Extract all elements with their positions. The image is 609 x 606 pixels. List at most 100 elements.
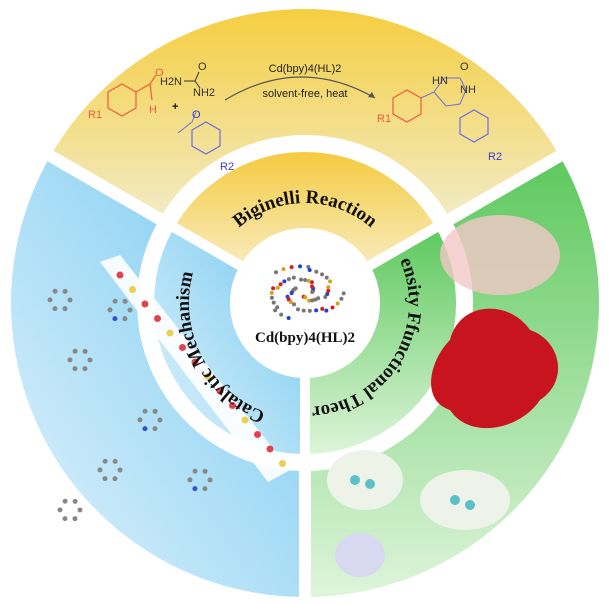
- complex-atom: [306, 278, 311, 283]
- mechanism-intermediate-atom: [72, 498, 78, 504]
- mechanism-intermediate-atom: [82, 366, 88, 372]
- sector-biginelli-outer: [36, 0, 574, 231]
- complex-atom: [271, 286, 276, 291]
- arrow-conditions-label: solvent-free, heat: [263, 88, 348, 100]
- surface-site: [129, 286, 136, 293]
- complex-atom: [309, 280, 314, 285]
- complex-atom: [307, 298, 312, 303]
- complex-atom: [281, 267, 286, 272]
- mechanism-intermediate-atom: [47, 297, 53, 303]
- surface-site: [254, 431, 261, 438]
- complex-atom: [273, 308, 278, 313]
- product-oxygen: O: [460, 61, 469, 73]
- reaction-arrow: [224, 76, 376, 101]
- surface-site: [241, 416, 249, 424]
- ketone-oxygen: O: [192, 109, 201, 121]
- cd-complex-structure: [269, 264, 346, 321]
- surface-site: [166, 329, 174, 337]
- complex-atom: [310, 298, 315, 303]
- complex-atom: [307, 308, 312, 313]
- mechanism-intermediate-atom: [152, 426, 158, 432]
- complex-atom: [271, 300, 276, 305]
- complex-atom: [275, 305, 280, 310]
- esp-surface-urea: [335, 533, 385, 577]
- esp-surface-2: [327, 450, 403, 510]
- surface-site: [179, 344, 186, 351]
- complex-atom: [289, 291, 294, 296]
- mechanism-intermediate-atom: [57, 507, 63, 513]
- mechanism-intermediate-atom: [52, 306, 58, 312]
- mechanism-intermediate-atom: [192, 486, 198, 492]
- mechanism-intermediate-atom: [207, 477, 213, 483]
- complex-atom: [316, 296, 321, 301]
- complex-atom: [324, 308, 329, 313]
- product-nh: NH: [460, 84, 476, 96]
- complex-atom: [320, 306, 325, 311]
- esp-surface-red: [431, 308, 559, 429]
- mechanism-intermediate-atom: [122, 316, 128, 322]
- mechanism-intermediate-atom: [82, 348, 88, 354]
- surface-site: [191, 358, 199, 366]
- mechanism-illustration: [47, 255, 290, 522]
- mechanism-intermediate-atom: [72, 366, 78, 372]
- aldehyde-hydrogen: H: [149, 104, 157, 116]
- sector-mechanism-inner: [144, 218, 310, 465]
- surface-site: [141, 300, 149, 308]
- complex-atom: [295, 307, 300, 312]
- mechanism-intermediate-atom: [77, 507, 83, 513]
- r2-label: R2: [220, 161, 234, 173]
- mechanism-intermediate-atom: [102, 476, 108, 482]
- mechanism-intermediate-atom: [122, 298, 128, 304]
- complex-atom: [299, 277, 304, 282]
- mechanism-intermediate-atom: [137, 417, 143, 423]
- mechanism-intermediate-atom: [112, 476, 118, 482]
- complex-atom: [289, 265, 294, 270]
- mechanism-intermediate-atom: [107, 307, 113, 313]
- benzene-ring-ketone: [191, 121, 221, 155]
- surface-site: [116, 271, 124, 279]
- complex-atom: [303, 278, 308, 283]
- mechanism-intermediate-atom: [202, 486, 208, 492]
- mechanism-intermediate-atom: [102, 458, 108, 464]
- mechanism-intermediate-atom: [117, 467, 123, 473]
- esp-surface-1: [440, 215, 560, 295]
- benzene-ring-aldehyde: [107, 83, 137, 117]
- complex-atom: [286, 277, 291, 282]
- mechanism-intermediate-atom: [72, 516, 78, 522]
- surface-site: [279, 460, 286, 467]
- mechanism-intermediate-atom: [62, 516, 68, 522]
- complex-atom: [269, 290, 274, 295]
- mechanism-intermediate-atom: [157, 417, 163, 423]
- complex-atom: [325, 292, 330, 297]
- complex-atom: [314, 269, 319, 274]
- product-hn: HN: [432, 75, 448, 87]
- complex-atom: [275, 285, 280, 290]
- complex-atom: [335, 301, 340, 306]
- complex-atom: [303, 295, 308, 300]
- urea-oxygen: O: [198, 61, 207, 73]
- esp-surface-3: [420, 470, 510, 530]
- mechanism-intermediate-atom: [112, 298, 118, 304]
- surface-site: [154, 315, 161, 322]
- complex-atom: [288, 300, 293, 305]
- mechanism-intermediate-atom: [97, 467, 103, 473]
- arrow-catalyst-label: Cd(bpy)4(HL)2: [269, 63, 342, 75]
- product-r1: R1: [377, 113, 391, 125]
- complex-atom: [310, 284, 315, 289]
- complex-atom: [341, 291, 346, 296]
- mechanism-intermediate-atom: [72, 348, 78, 354]
- plus-sign: +: [172, 101, 178, 113]
- complex-atom: [278, 282, 283, 287]
- mechanism-intermediate-atom: [52, 288, 58, 294]
- center-label: Cd(bpy)4(HL)2: [255, 330, 355, 346]
- mechanism-intermediate-atom: [112, 316, 118, 322]
- aldehyde-oxygen: O: [155, 67, 164, 79]
- product-r2: R2: [488, 151, 502, 163]
- mechanism-intermediate-atom: [62, 498, 68, 504]
- product-ring-aryl1: [392, 89, 422, 123]
- complex-atom: [326, 285, 331, 290]
- product-ring-aryl2: [459, 109, 489, 143]
- r1-label: R1: [88, 109, 102, 121]
- mechanism-intermediate-atom: [152, 408, 158, 414]
- mechanism-intermediate-atom: [62, 288, 68, 294]
